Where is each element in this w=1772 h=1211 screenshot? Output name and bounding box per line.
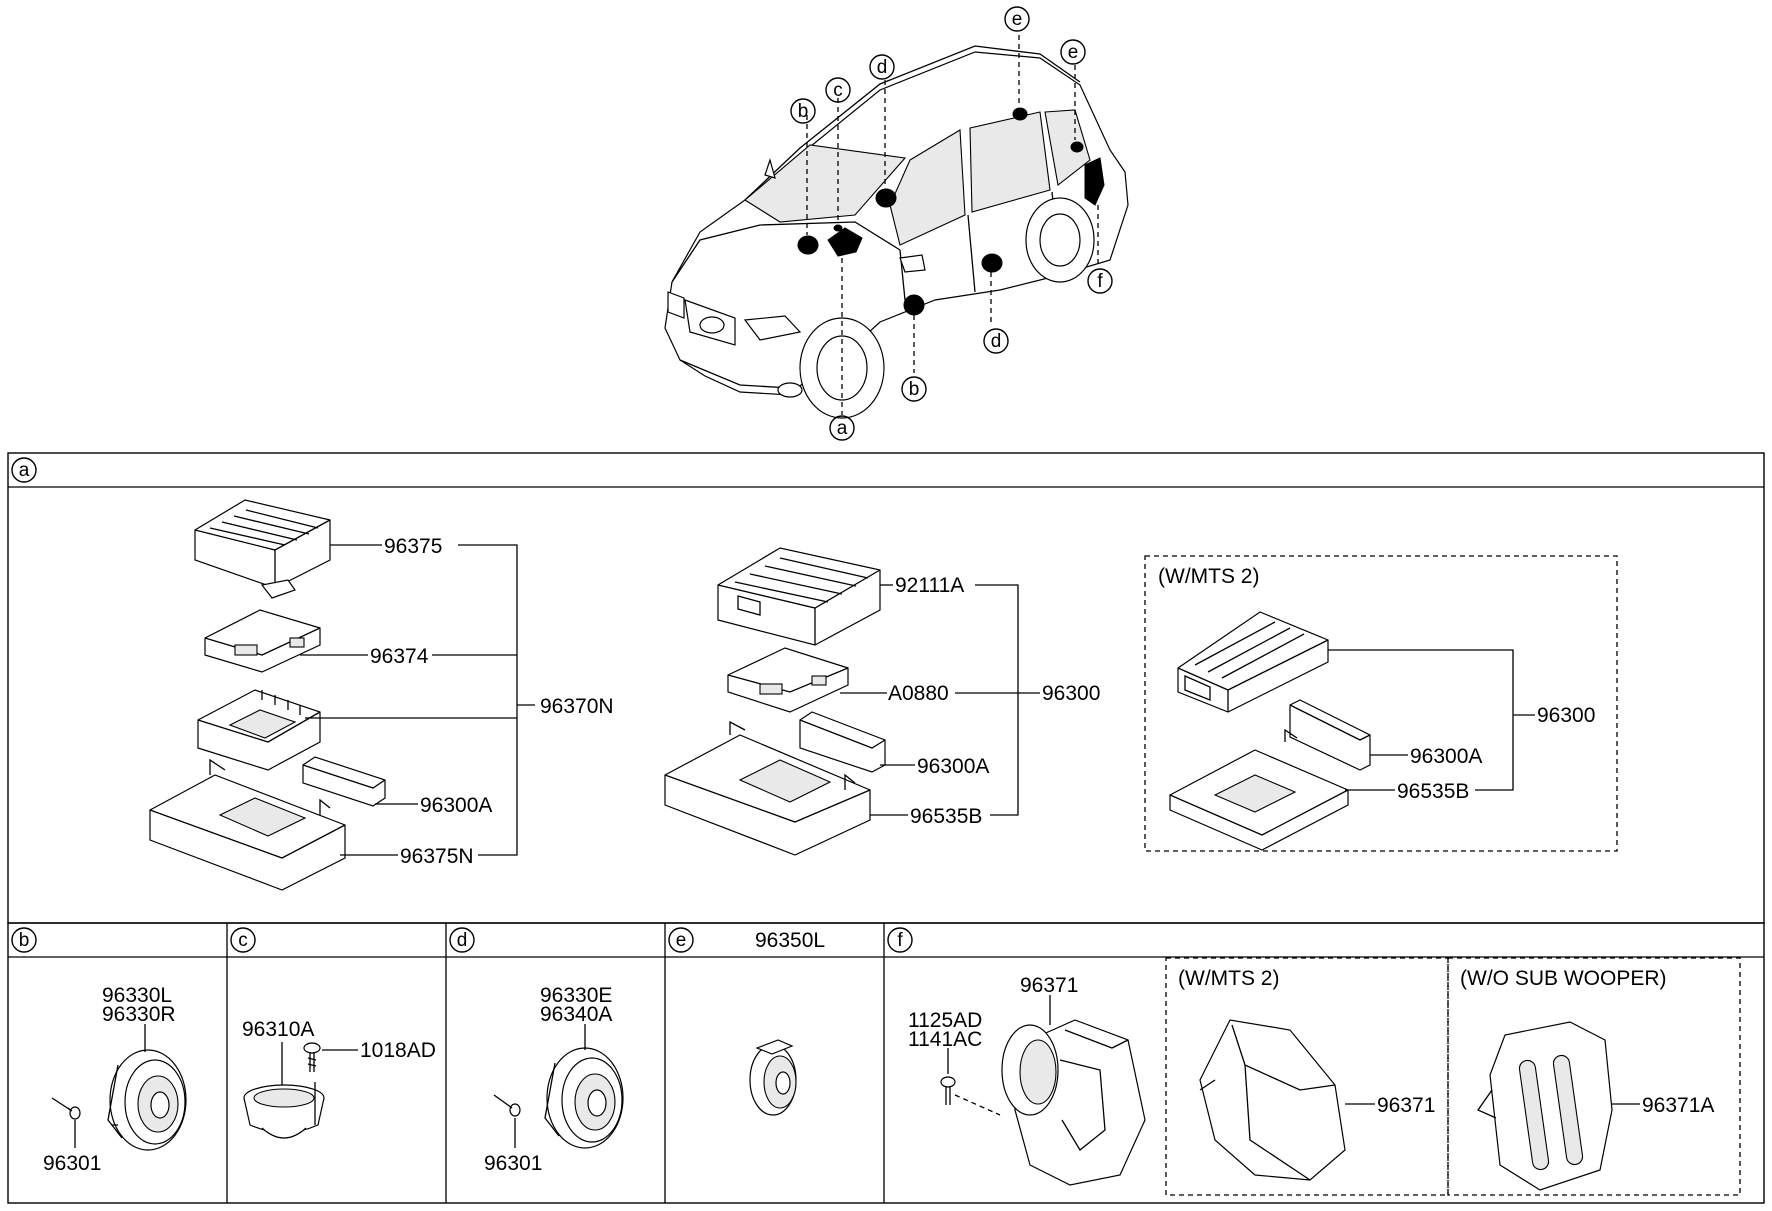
lower-sections-frame: [7, 922, 1765, 1204]
section-d: d 96330E 96340A 96301: [449, 927, 624, 1175]
label-96535b-g2: 96535B: [910, 805, 982, 828]
callout-b-bottom: b: [901, 376, 927, 402]
callout-d-top: d: [869, 54, 895, 80]
callout-b-top: b: [790, 98, 816, 124]
section-d-id: d: [457, 930, 468, 951]
amplifier-icon: [194, 499, 331, 599]
screw-icon: [303, 1042, 321, 1072]
callout-a: a: [829, 415, 855, 441]
label-a0880: A0880: [888, 682, 949, 705]
section-e-header: 96350L: [755, 929, 825, 952]
section-e: e 96350L: [668, 927, 825, 1116]
vehicle-illustration: [664, 35, 1129, 419]
section-c: c 96310A 1018AD: [230, 927, 436, 1139]
label-96300a-g3: 96300A: [1410, 745, 1482, 768]
svg-text:b: b: [909, 379, 920, 400]
label-96330e: 96330E: [540, 984, 612, 1007]
svg-text:a: a: [837, 418, 848, 439]
subwoofer-enclosure-icon: [1477, 1021, 1613, 1191]
screw-icon: [51, 1097, 81, 1120]
mounting-plate-icon: [664, 720, 871, 856]
label-96300a-g2: 96300A: [917, 755, 989, 778]
label-1125ad: 1125AD: [908, 1009, 982, 1032]
variant-title-f2: (W/O SUB WOOPER): [1460, 967, 1667, 990]
section-b-id: b: [19, 930, 30, 951]
cover-panel-icon: [799, 711, 886, 773]
label-96371-f1: 96371: [1377, 1094, 1435, 1117]
label-96310a: 96310A: [242, 1018, 314, 1041]
section-a-group-1: 96375 96374 96300A 96375N 96370N: [149, 499, 614, 891]
speaker-icon: [107, 1049, 187, 1151]
cover-panel-icon: [1289, 699, 1371, 771]
svg-text:d: d: [877, 57, 888, 78]
label-92111a: 92111A: [895, 574, 964, 597]
label-96371a: 96371A: [1642, 1094, 1714, 1117]
section-a-group-3: (W/MTS 2) 96300A 96535B 96300: [1144, 555, 1618, 852]
label-96535b-g3: 96535B: [1397, 780, 1469, 803]
callout-f: f: [1087, 268, 1113, 294]
speaker-icon: [544, 1047, 624, 1149]
svg-text:e: e: [1012, 9, 1023, 30]
label-96300-g3: 96300: [1537, 704, 1595, 727]
mounting-plate-icon: [149, 758, 346, 891]
label-96301-b: 96301: [43, 1152, 101, 1175]
callout-e-top: e: [1004, 6, 1030, 32]
section-f: f 96371 1125AD 1141AC (W/MTS 2) 96371: [887, 927, 1741, 1196]
label-96374: 96374: [370, 645, 429, 668]
callout-d-bottom: d: [983, 328, 1009, 354]
label-96330l: 96330L: [102, 984, 172, 1007]
bracket-icon: [197, 689, 321, 771]
section-c-id: c: [238, 930, 248, 951]
label-96340a: 96340A: [540, 1003, 612, 1026]
section-a-id: a: [19, 460, 30, 481]
screw-icon: [493, 1094, 521, 1117]
svg-text:d: d: [991, 331, 1002, 352]
callout-e-right: e: [1060, 39, 1086, 65]
svg-text:b: b: [798, 101, 809, 122]
section-a-group-2: 92111A A0880 96300A 96535B 96300: [664, 547, 1100, 856]
svg-text:e: e: [1068, 42, 1079, 63]
section-e-id: e: [676, 930, 687, 951]
callout-c: c: [825, 77, 851, 103]
svg-text:f: f: [1097, 271, 1103, 292]
cover-panel-icon: [302, 756, 386, 807]
speaker-icon: [749, 1039, 797, 1116]
label-96300a-g1: 96300A: [420, 794, 492, 817]
bolt-icon: [940, 1076, 956, 1105]
circuit-board-icon: [204, 609, 321, 673]
label-96375: 96375: [384, 535, 442, 558]
label-96375n: 96375N: [400, 845, 474, 868]
label-1141ac: 1141AC: [908, 1028, 982, 1051]
circuit-board-icon: [727, 647, 849, 713]
amplifier-icon: [1177, 611, 1329, 713]
variant-title-f1: (W/MTS 2): [1178, 967, 1279, 990]
subwoofer-enclosure-icon: [1199, 1019, 1346, 1181]
label-96371-f: 96371: [1020, 974, 1078, 997]
label-96300-g2: 96300: [1042, 682, 1100, 705]
label-96330r: 96330R: [102, 1003, 176, 1026]
section-f-id: f: [897, 930, 903, 951]
label-96370n: 96370N: [540, 695, 614, 718]
label-1018ad: 1018AD: [360, 1039, 436, 1062]
subwoofer-enclosure-icon: [1001, 1019, 1146, 1186]
mounting-plate-icon: [1169, 728, 1349, 851]
amplifier-icon: [717, 547, 881, 646]
label-96301-d: 96301: [484, 1152, 542, 1175]
variant-title-wmts2: (W/MTS 2): [1158, 565, 1259, 588]
svg-text:c: c: [833, 80, 843, 101]
section-b: b 96330L 96330R 96301: [11, 927, 187, 1175]
tweeter-speaker-icon: [243, 1084, 325, 1139]
